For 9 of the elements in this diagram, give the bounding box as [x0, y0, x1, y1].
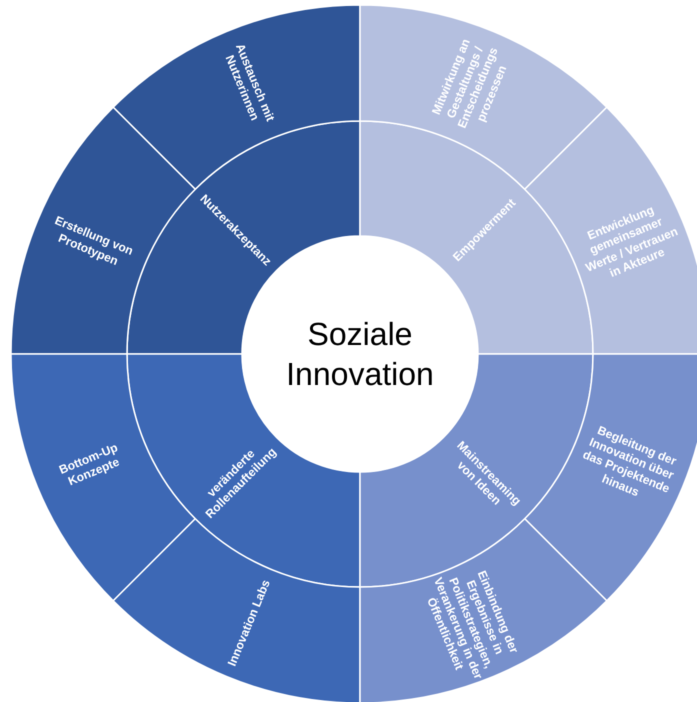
ring-segment — [524, 106, 697, 355]
ring-segment — [10, 353, 196, 602]
ring-segment — [112, 4, 361, 190]
ring-segment — [10, 106, 196, 355]
ring-segment — [359, 4, 608, 190]
ring-segment — [359, 518, 608, 702]
ring-segment — [524, 353, 697, 602]
ring-segment — [112, 518, 361, 702]
center-title: Soziale Innovation — [285, 315, 435, 394]
